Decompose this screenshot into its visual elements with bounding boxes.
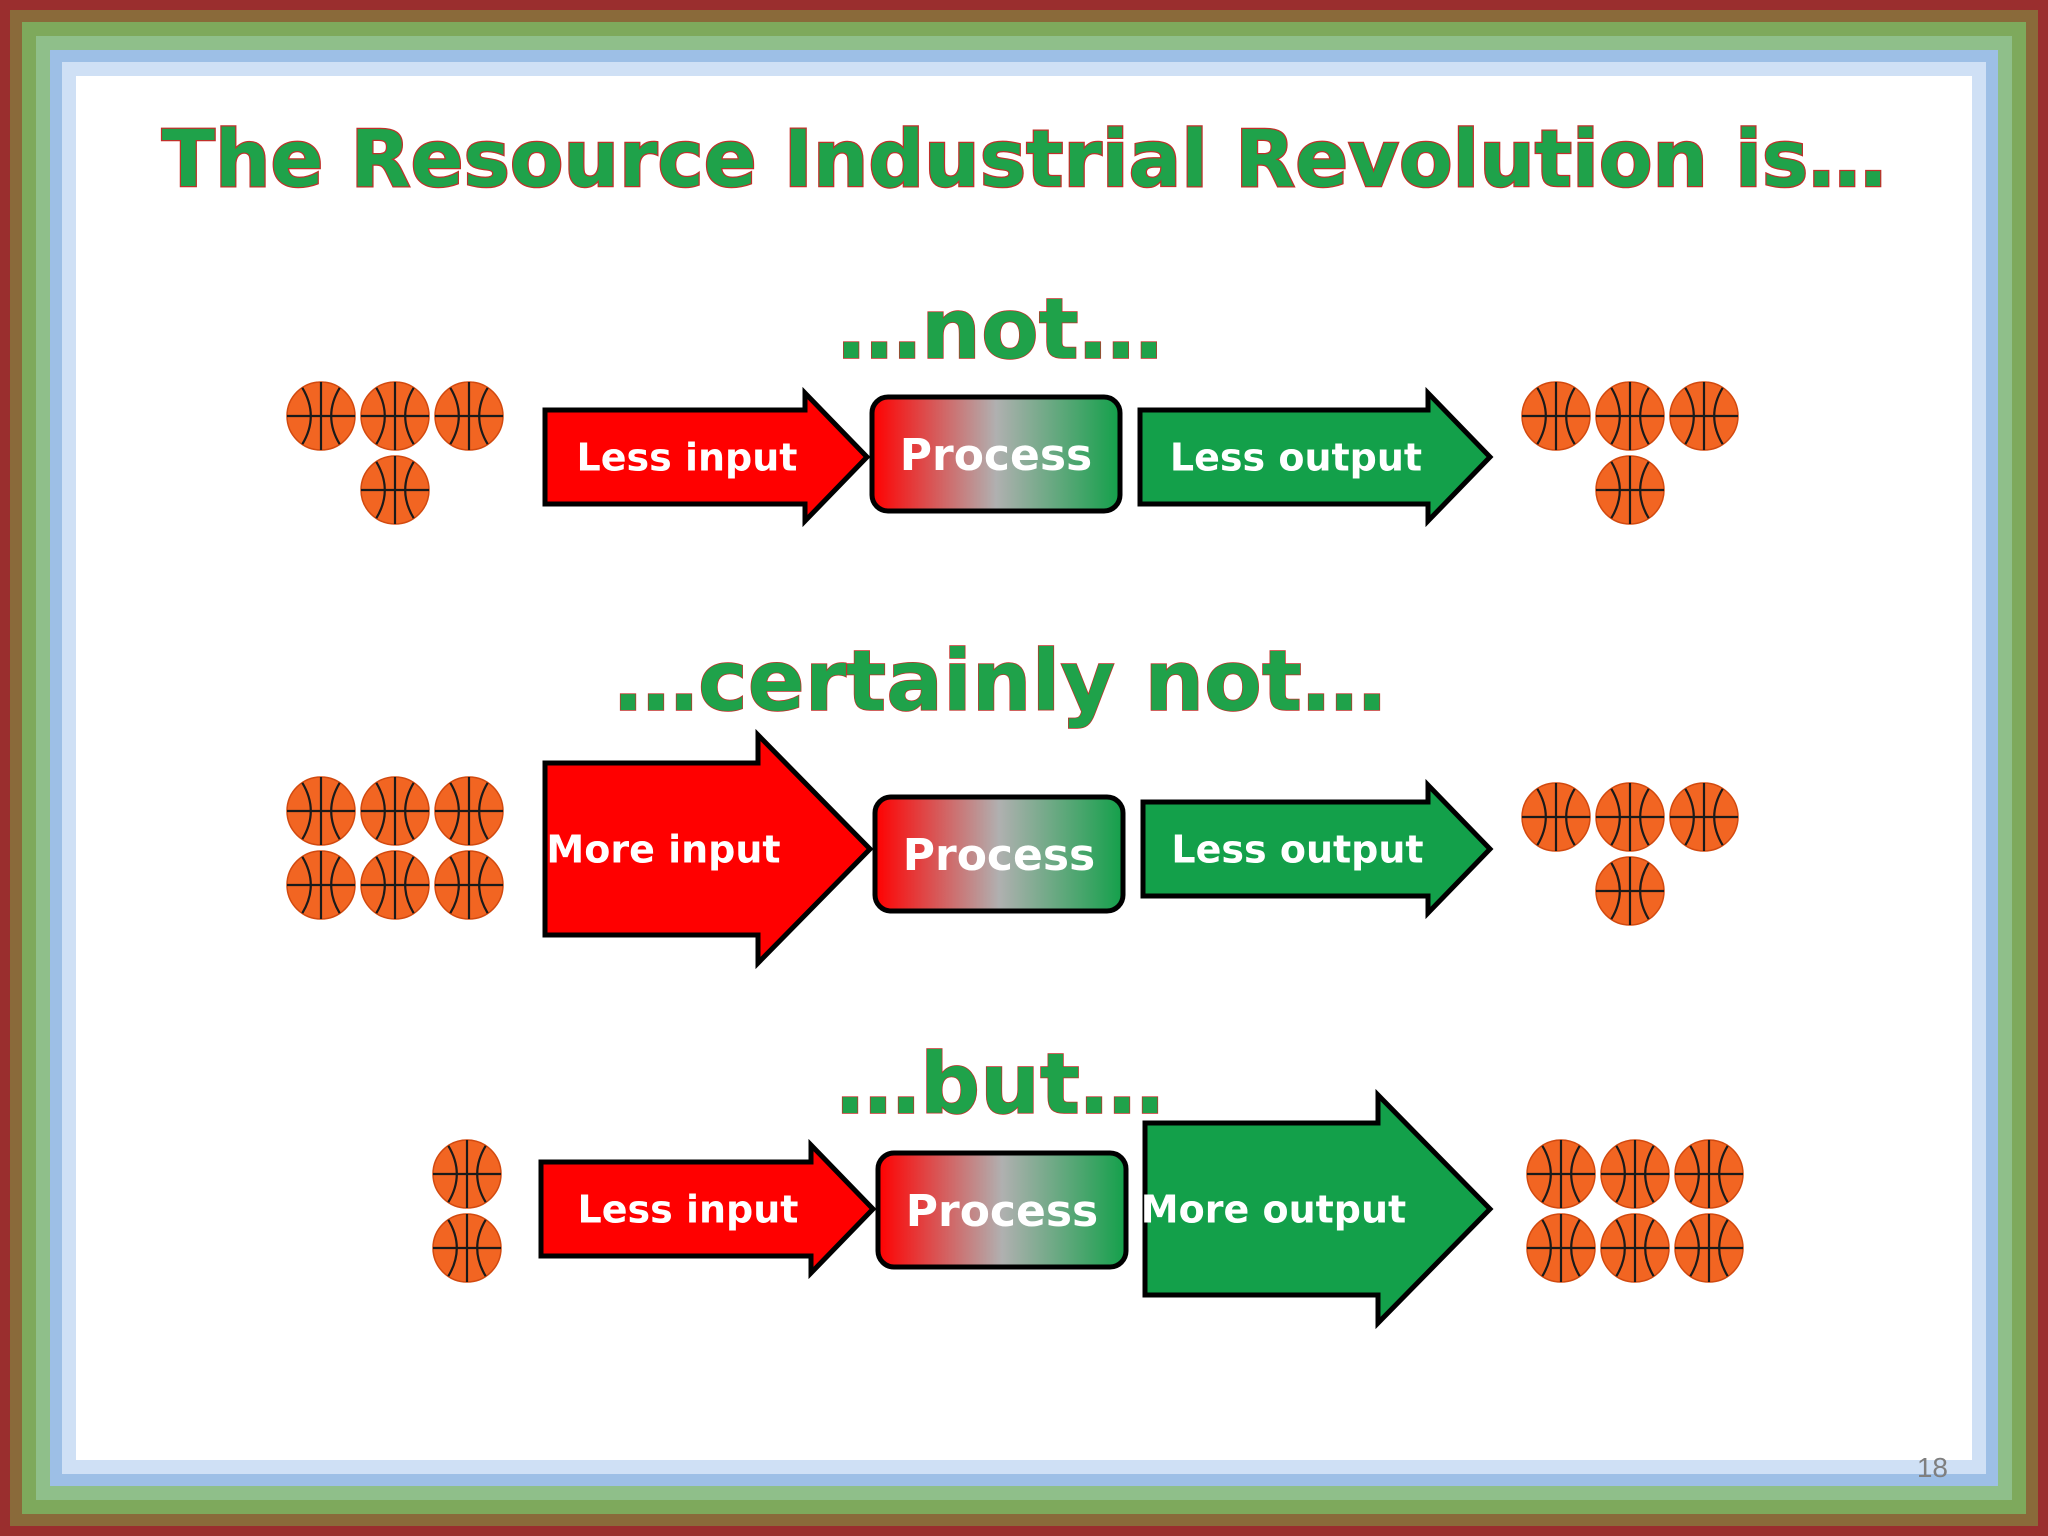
page-number: 18 — [1916, 1452, 1948, 1483]
output-balls — [1521, 381, 1739, 525]
diagram-row: …but… Less input Process More output — [432, 1034, 1744, 1330]
basketball-icon — [1526, 1213, 1596, 1283]
input-arrow-label: Less input — [578, 1188, 799, 1232]
basketball-icon — [434, 381, 504, 451]
basketball-icon — [1521, 782, 1591, 852]
basketball-icon — [1521, 381, 1591, 451]
basketball-icon — [360, 850, 430, 920]
basketball-icon — [1526, 1139, 1596, 1209]
input-balls — [286, 776, 504, 920]
input-arrow: Less input — [542, 386, 871, 528]
basketball-icon — [1595, 856, 1665, 926]
basketball-icon — [432, 1213, 502, 1283]
process-label: Process — [906, 1186, 1098, 1237]
basketball-icon — [286, 381, 356, 451]
basketball-icon — [434, 776, 504, 846]
output-arrow: Less output — [1137, 386, 1494, 528]
output-arrow: More output — [1141, 1088, 1494, 1330]
output-arrow-label: Less output — [1170, 436, 1422, 480]
input-balls — [286, 381, 504, 525]
basketball-icon — [1669, 381, 1739, 451]
basketball-icon — [360, 776, 430, 846]
basketball-icon — [1674, 1139, 1744, 1209]
basketball-icon — [286, 850, 356, 920]
process-box: Process — [869, 394, 1123, 514]
process-box: Process — [872, 794, 1126, 914]
basketball-icon — [1595, 455, 1665, 525]
basketball-icon — [286, 776, 356, 846]
diagram-row: …certainly not… More input Process Less out… — [286, 631, 1739, 970]
output-arrow-label: More output — [1141, 1188, 1406, 1232]
input-balls — [432, 1139, 502, 1283]
input-arrow-label: More input — [546, 828, 780, 872]
basketball-icon — [1669, 782, 1739, 852]
row-heading: …certainly not… — [614, 632, 1386, 730]
row-heading: …not… — [837, 280, 1163, 378]
basketball-icon — [1595, 381, 1665, 451]
input-arrow-label: Less input — [577, 436, 798, 480]
basketball-icon — [1674, 1213, 1744, 1283]
input-arrow: Less input — [538, 1138, 877, 1280]
process-label: Process — [900, 430, 1092, 481]
slide-title: The Resource Industrial Revolution is… — [162, 115, 1887, 205]
basketball-icon — [1595, 782, 1665, 852]
basketball-icon — [360, 455, 430, 525]
basketball-icon — [360, 381, 430, 451]
diagram-row: …not… Less input Process Less output — [286, 279, 1739, 528]
output-balls — [1521, 782, 1739, 926]
basketball-icon — [1600, 1213, 1670, 1283]
basketball-icon — [434, 850, 504, 920]
basketball-icon — [432, 1139, 502, 1209]
basketball-icon — [1600, 1139, 1670, 1209]
process-label: Process — [903, 830, 1095, 881]
output-balls — [1526, 1139, 1744, 1283]
row-heading: …but… — [836, 1035, 1164, 1133]
input-arrow: More input — [542, 728, 874, 970]
output-arrow: Less output — [1140, 778, 1494, 920]
process-box: Process — [875, 1150, 1129, 1270]
output-arrow-label: Less output — [1171, 828, 1423, 872]
